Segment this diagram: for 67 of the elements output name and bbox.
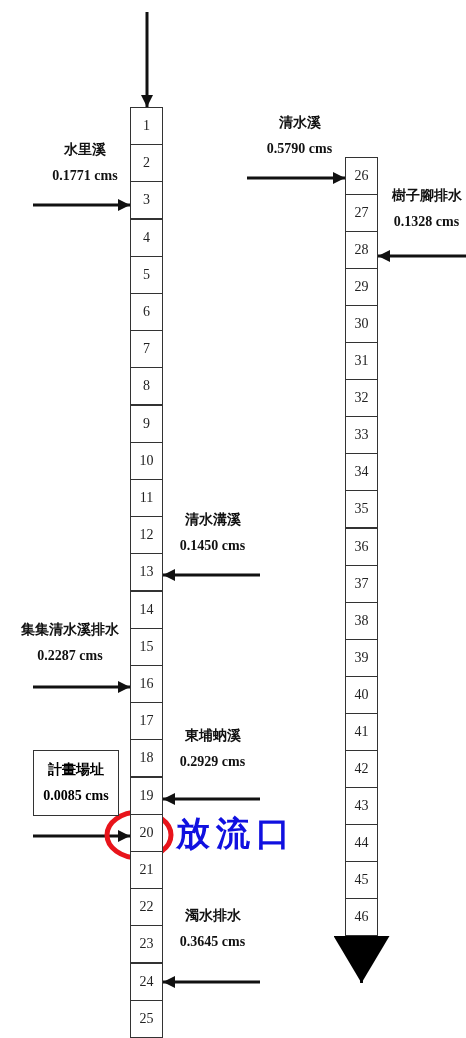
segment-cell: 9 [130, 404, 163, 443]
edge-label: 樹子腳排水 0.1328 cms [390, 187, 463, 231]
segment-cell: 32 [345, 379, 378, 418]
segment-cell: 31 [345, 342, 378, 381]
inflow-arrow [163, 976, 260, 988]
segment-cell: 40 [345, 675, 378, 714]
segment-cell: 11 [130, 479, 163, 517]
segment-cell: 1 [130, 107, 163, 145]
segment-cell: 37 [345, 564, 378, 603]
segment-cell: 7 [130, 330, 163, 369]
segment-cell: 27 [345, 194, 378, 233]
inflow-arrow [141, 12, 153, 107]
edge-label: 東埔蚋溪 0.2929 cms [178, 727, 247, 771]
segment-cell: 28 [345, 231, 378, 270]
segment-cell: 20 [130, 813, 163, 852]
site-label: 0.0085 cms [43, 787, 109, 805]
segment-cell: 2 [130, 144, 163, 183]
segment-cell: 33 [345, 416, 378, 455]
segment-cell: 12 [130, 516, 163, 555]
outfall-label: 放流口 [176, 814, 296, 854]
inflow-arrow [378, 250, 466, 262]
edge-label: 濁水排水 0.3645 cms [178, 907, 247, 951]
edge-label: 清水溪 0.5790 cms [265, 114, 334, 158]
segment-cell: 29 [345, 268, 378, 307]
segment-cell: 10 [130, 441, 163, 480]
segment-cell: 22 [130, 888, 163, 927]
segment-cell: 23 [130, 925, 163, 964]
site-box [33, 750, 119, 816]
segment-cell: 4 [130, 218, 163, 257]
segment-cell: 25 [130, 999, 163, 1038]
segment-cell: 13 [130, 553, 163, 592]
segment-cell: 15 [130, 627, 163, 666]
flow-direction-arrow [333, 936, 390, 983]
segment-cell: 8 [130, 367, 163, 406]
segment-cell: 41 [345, 712, 378, 751]
segment-cell: 36 [345, 527, 378, 566]
segment-cell: 19 [130, 776, 163, 815]
segment-cell: 21 [130, 851, 163, 889]
segment-cell: 18 [130, 739, 163, 778]
segment-cell: 17 [130, 702, 163, 741]
segment-cell: 39 [345, 638, 378, 677]
segment-cell: 30 [345, 305, 378, 344]
inflow-arrow [247, 172, 345, 184]
segment-cell: 26 [345, 157, 378, 195]
site-label: 計畫場址 [48, 761, 104, 779]
segment-cell: 16 [130, 665, 163, 703]
segment-cell: 5 [130, 255, 163, 294]
segment-cell: 46 [345, 898, 378, 936]
segment-cell: 42 [345, 749, 378, 788]
inflow-arrow [163, 793, 260, 805]
segment-cell: 6 [130, 293, 163, 331]
segment-cell: 45 [345, 860, 378, 899]
segment-cell: 44 [345, 823, 378, 862]
segment-cell: 14 [130, 590, 163, 629]
inflow-arrow [33, 199, 130, 211]
segment-cell: 43 [345, 786, 378, 825]
segment-cell: 24 [130, 962, 163, 1001]
segment-cell: 35 [345, 490, 378, 529]
segment-cell: 38 [345, 601, 378, 640]
edge-label: 集集清水溪排水 0.2287 cms [20, 621, 120, 665]
segment-cell: 3 [130, 181, 163, 220]
inflow-arrow [163, 569, 260, 581]
edge-label: 水里溪 0.1771 cms [51, 141, 119, 185]
segment-cell: 34 [345, 453, 378, 492]
inflow-arrow [33, 830, 130, 842]
inflow-arrow [33, 681, 130, 693]
edge-label: 清水溝溪 0.1450 cms [178, 511, 247, 555]
